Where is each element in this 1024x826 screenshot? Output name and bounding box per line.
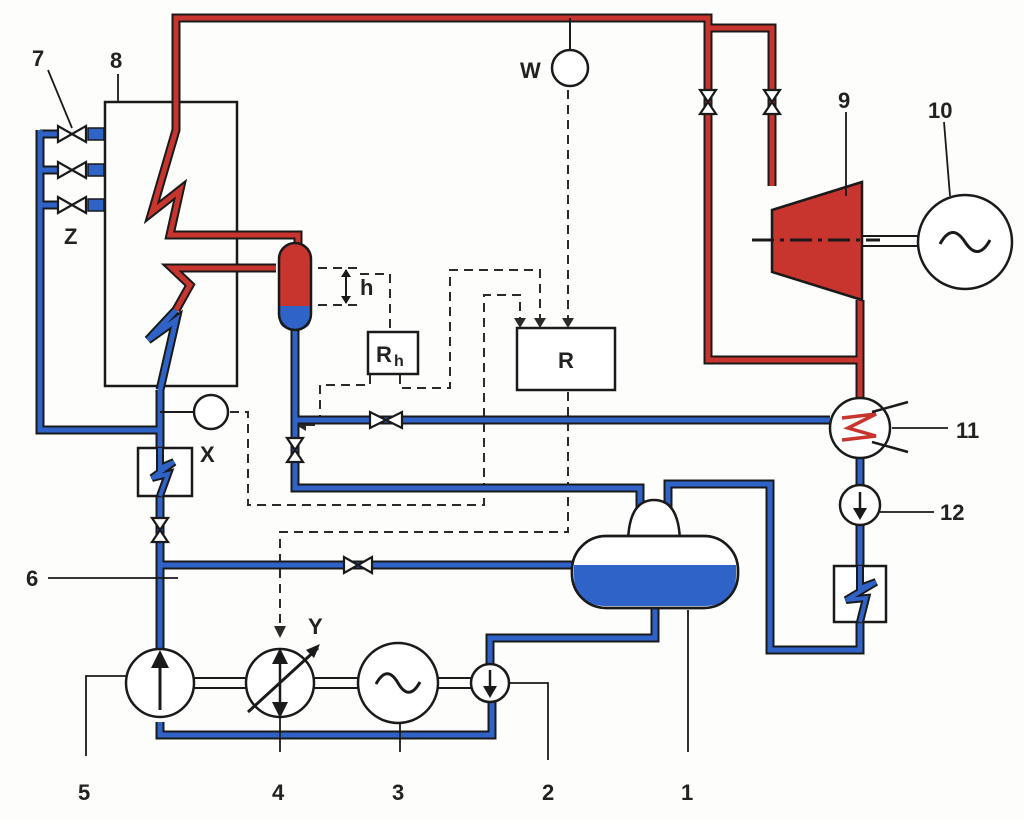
signal-r-to-y — [279, 392, 569, 628]
label-12: 12 — [940, 500, 964, 525]
feed-pump — [124, 647, 196, 719]
label-6: 6 — [26, 566, 38, 591]
label-x: X — [200, 442, 215, 467]
drum-steam-part — [279, 243, 311, 310]
valve-feed — [149, 516, 171, 544]
label-2: 2 — [542, 780, 554, 805]
arrow-r-y — [274, 626, 286, 638]
valve-turbine-2 — [761, 88, 783, 116]
valve-turbine-1 — [697, 88, 719, 116]
sensor-w: W — [520, 18, 590, 88]
label-z: Z — [64, 224, 77, 249]
steam-drum — [277, 241, 313, 332]
tank-water — [574, 565, 736, 606]
label-w: W — [520, 58, 541, 83]
drum-water-part — [279, 306, 311, 330]
burner-nozzles — [87, 127, 105, 212]
signal-lines — [230, 90, 569, 628]
leader-lines — [47, 69, 951, 760]
boiler-box — [103, 100, 239, 388]
valves — [56, 88, 783, 575]
valve-z3 — [56, 195, 88, 215]
valve-spray — [368, 410, 404, 430]
label-1: 1 — [681, 780, 693, 805]
sine-wave-icon — [374, 672, 422, 694]
booster-pump — [469, 662, 511, 704]
label-8: 8 — [110, 48, 122, 73]
generator-main — [916, 193, 1014, 291]
label-11: 11 — [956, 418, 979, 443]
arrow-rh-r — [534, 318, 546, 328]
preheater-right — [832, 564, 888, 624]
label-5: 5 — [78, 780, 90, 805]
arrow-x-r — [514, 318, 526, 328]
signal-h-to-rh — [360, 273, 391, 330]
label-rh-sub: h — [394, 353, 404, 370]
water-pipes — [35, 129, 865, 740]
tank-dome — [626, 498, 682, 546]
label-y: Y — [308, 614, 323, 639]
arrow-w-r — [562, 318, 574, 328]
sine-wave-icon — [938, 231, 992, 253]
label-4: 4 — [272, 780, 285, 805]
preheater-left — [136, 446, 194, 498]
label-10: 10 — [928, 98, 952, 123]
sensor-x: X — [160, 393, 230, 467]
turbine — [752, 180, 920, 302]
steam-pipes — [143, 13, 865, 402]
controller-r: R — [515, 326, 617, 392]
label-h: h — [360, 275, 373, 300]
condensate-pump — [838, 483, 882, 527]
feedwater-tank — [570, 498, 740, 610]
condenser — [828, 396, 909, 460]
valve-recirc — [342, 555, 374, 575]
level-measurement: h — [341, 269, 373, 304]
label-rh-main: R — [376, 342, 392, 367]
signal-x-to-r — [230, 294, 521, 506]
motor — [356, 641, 472, 725]
signal-rh-to-valve — [303, 375, 371, 426]
controller-rh: R h — [366, 330, 420, 376]
label-9: 9 — [838, 88, 850, 113]
valve-z1 — [56, 124, 88, 144]
variable-coupling: Y — [194, 614, 358, 719]
signal-rh-to-r — [399, 269, 541, 389]
label-r: R — [558, 348, 574, 373]
valve-z2 — [56, 160, 88, 180]
label-3: 3 — [392, 780, 404, 805]
drum-outline — [277, 241, 313, 332]
valve-injection — [284, 436, 306, 464]
label-7: 7 — [32, 46, 44, 71]
